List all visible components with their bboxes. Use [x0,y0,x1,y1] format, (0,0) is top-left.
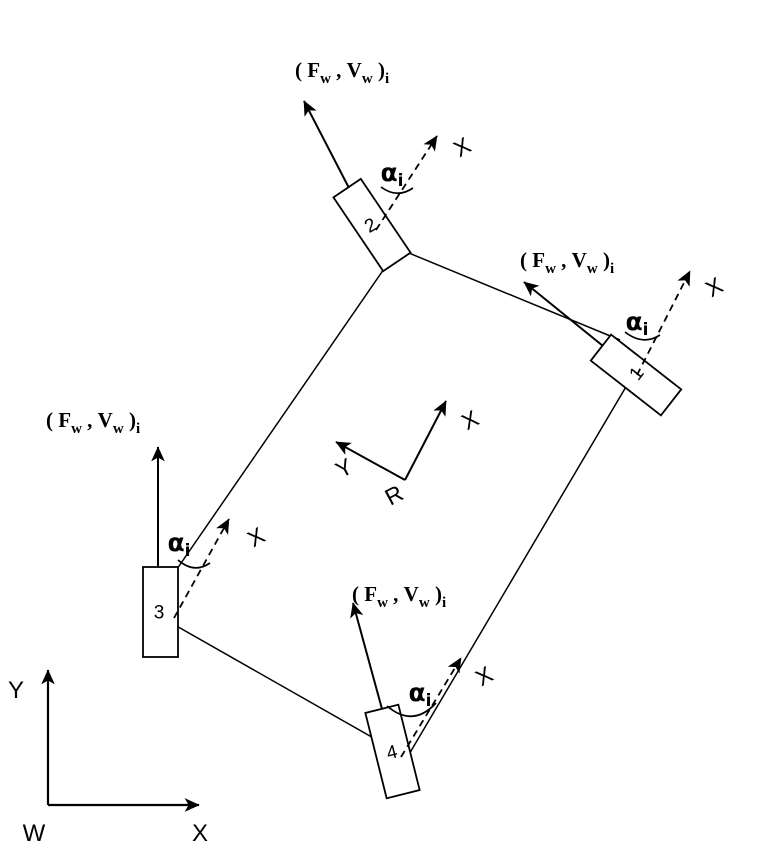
wheel-3-x-axis-label: X [243,522,269,552]
wheel-2-force-arrow [303,100,350,189]
robot-body-edge-bottom [165,619,385,745]
wheel-3-force-label: ( Fw , Vw )i [46,408,140,437]
wheel-4-alpha-arc [386,702,437,718]
robot-body-outline [165,250,631,757]
alpha-symbol: α [408,678,425,707]
alpha-subscript: i [426,691,432,711]
alpha-subscript: i [643,320,649,340]
robot-frame-x-arrow [404,400,447,481]
wheel-3-x-axis-arrow [173,518,230,619]
alpha-symbol: α [167,528,184,557]
wheel-4-force-arrow [350,602,383,710]
wheel-3-body [142,566,179,658]
robot-frame: X Y R [331,400,483,511]
wheel-4-x-axis-arrow [400,657,462,758]
wheel-2-alpha-arc [380,186,414,195]
wheel-4-alpha-label: αi [408,678,431,711]
wheel-4-force-label: ( Fw , Vw )i [352,582,446,611]
robot-body-edge-top [403,250,621,341]
wheel-1-force-label: ( Fw , Vw )i [520,248,614,277]
wheel-1-x-axis-label: X [701,272,727,302]
wheel-2-x-axis-label: X [449,132,475,162]
world-frame-y-label: Y [8,677,24,704]
wheel-1-alpha-arc [624,331,661,341]
robot-body-edge-left [167,265,387,583]
wheel-4-x-axis-label: X [471,661,497,691]
wheel-3-number: 3 [154,603,165,624]
world-frame-origin-label: W [23,820,46,847]
wheel-2-force-label: ( Fw , Vw )i [295,58,389,87]
wheel-1-body [589,333,683,417]
wheel-3-alpha-label: αi [167,528,190,561]
robot-body-edge-right [407,379,631,757]
wheel-1-alpha-label: αi [625,307,648,340]
wheel-3-alpha-arc [177,559,211,569]
robot-frame-y-label: Y [331,453,357,483]
alpha-symbol: α [380,158,397,187]
world-frame-x-label: X [192,820,208,847]
wheel-2-alpha-label: αi [380,158,403,191]
alpha-subscript: i [185,541,191,561]
alpha-symbol: α [625,307,642,336]
robot-frame-y-arrow [335,441,406,481]
world-frame: Y W X [8,669,208,847]
wheel-1-force-arrow [523,281,604,347]
alpha-subscript: i [398,171,404,191]
robot-frame-x-label: X [457,405,483,435]
wheel-1-x-axis-arrow [636,270,691,376]
wheel-2-x-axis-arrow [375,135,438,231]
robot-frame-origin-label: R [381,480,408,511]
